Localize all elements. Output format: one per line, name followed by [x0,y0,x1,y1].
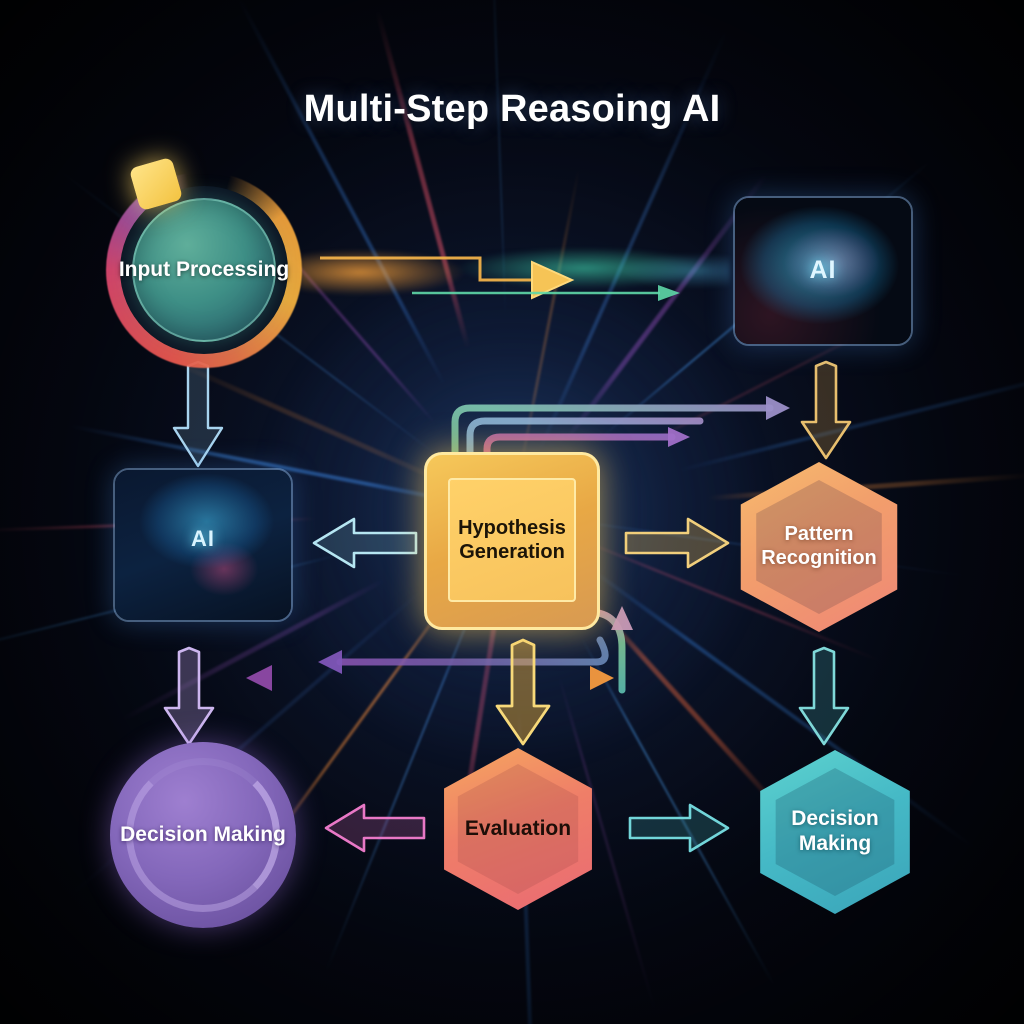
node-label: Hypothesis Generation [458,517,566,563]
node-disc [132,198,276,342]
connector-feedback-up-blue [466,417,704,474]
node-label: AI [191,526,215,552]
connector-hypo-to-pattern [622,516,732,570]
node-ai-head[interactable]: AI [113,468,293,622]
node-ai-brain[interactable]: AI [733,196,913,346]
node-label: AI [809,256,837,285]
node-hexagon-inner [457,764,579,894]
node-label: Decision Making [791,807,879,855]
connector-eval-to-decision-left [322,802,428,854]
node-input-processing[interactable]: Input Processing [106,156,302,368]
connector-feedback-up-pink [483,427,690,474]
node-evaluation[interactable]: Evaluation [432,748,604,910]
node-pattern-recognition[interactable]: Pattern Recognition [728,462,910,632]
brain-icon [735,198,911,344]
head-profile-icon [115,470,291,620]
connector-pattern-down [798,646,850,748]
connector-input-to-aibrain [300,236,730,306]
connector-hypo-to-aihead [310,516,420,570]
connector-hypo-down [494,638,552,748]
node-label: Pattern Recognition [761,523,877,569]
node-progress-ring [126,758,280,912]
connector-input-down [172,360,224,470]
connector-aibrain-down [800,360,852,462]
connector-aihead-down [163,646,215,748]
node-decision-making-right[interactable]: Decision Making [748,750,922,914]
node-decision-making-left[interactable]: Decision Making [110,742,296,928]
node-label: Decision Making [120,822,286,846]
node-hypothesis-generation[interactable]: Hypothesis Generation [424,452,600,630]
node-label: Input Processing [118,257,290,281]
node-inner-panel [448,478,576,602]
node-label: Evaluation [464,816,572,840]
connector-feedback-up-green [451,396,790,474]
connector-feedback-left-purple [318,636,609,674]
page-title: Multi-Step Reasoing AI [303,88,721,130]
connector-eval-to-decision-right [626,802,732,854]
connector-feedback-right-orange [326,666,614,690]
